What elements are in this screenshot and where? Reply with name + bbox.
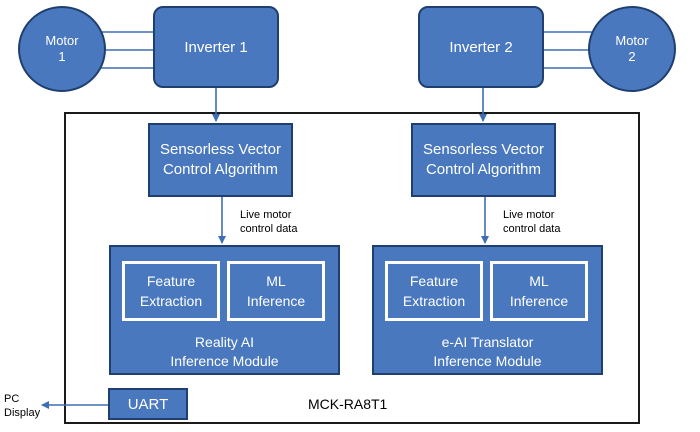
motor-2-number: 2 bbox=[628, 49, 636, 64]
right-ml-line2: Inference bbox=[509, 293, 569, 309]
right-control-algorithm-block: Sensorless Vector Control Algorithm bbox=[411, 123, 556, 197]
motor-2-label: Motor bbox=[615, 33, 649, 48]
right-live-data-line1: Live motor bbox=[503, 209, 555, 221]
left-module-title: Reality AI Inference Module bbox=[111, 333, 338, 371]
motor-1-label: Motor bbox=[45, 33, 79, 48]
right-module-title-line2: Inference Module bbox=[433, 353, 542, 369]
inverter-1-block: Inverter 1 bbox=[153, 6, 279, 88]
right-live-data-line2: control data bbox=[503, 223, 561, 235]
right-live-data-label: Live motor control data bbox=[503, 208, 560, 236]
left-feature-line1: Feature bbox=[146, 273, 196, 289]
left-module-title-line1: Reality AI bbox=[194, 334, 255, 350]
motor-1: Motor 1 bbox=[18, 6, 106, 92]
right-module-title: e-AI Translator Inference Module bbox=[374, 333, 601, 371]
left-live-data-line1: Live motor bbox=[240, 209, 292, 221]
left-ml-inference-block: ML Inference bbox=[227, 261, 325, 321]
right-ml-line1: ML bbox=[529, 273, 549, 289]
right-ml-inference-block: ML Inference bbox=[490, 261, 588, 321]
mcu-board-outline bbox=[64, 112, 640, 424]
left-module-title-line2: Inference Module bbox=[170, 353, 279, 369]
pc-display-line1: PC bbox=[4, 393, 20, 405]
right-feature-line1: Feature bbox=[409, 273, 459, 289]
right-algorithm-line2: Control Algorithm bbox=[425, 161, 542, 178]
uart-block: UART bbox=[108, 388, 188, 420]
pc-display-line2: Display bbox=[4, 407, 41, 419]
right-inference-module: Feature Extraction ML Inference e-AI Tra… bbox=[372, 245, 603, 375]
inverter-2-block: Inverter 2 bbox=[418, 6, 544, 88]
pc-display-label: PC Display bbox=[4, 392, 40, 420]
right-algorithm-line1: Sensorless Vector bbox=[423, 141, 544, 158]
left-live-data-line2: control data bbox=[240, 223, 298, 235]
right-feature-line2: Extraction bbox=[402, 293, 466, 309]
uart-label: UART bbox=[127, 395, 169, 413]
board-name-label: MCK-RA8T1 bbox=[308, 396, 388, 412]
left-control-algorithm-block: Sensorless Vector Control Algorithm bbox=[148, 123, 293, 197]
inverter-1-label: Inverter 1 bbox=[184, 38, 248, 56]
left-feature-extraction-block: Feature Extraction bbox=[122, 261, 220, 321]
motor-2: Motor 2 bbox=[588, 6, 676, 92]
right-feature-extraction-block: Feature Extraction bbox=[385, 261, 483, 321]
left-feature-line2: Extraction bbox=[139, 293, 203, 309]
left-inference-module: Feature Extraction ML Inference Reality … bbox=[109, 245, 340, 375]
left-algorithm-line1: Sensorless Vector bbox=[160, 141, 281, 158]
left-algorithm-line2: Control Algorithm bbox=[162, 161, 279, 178]
right-module-title-line1: e-AI Translator bbox=[441, 334, 534, 350]
left-ml-line1: ML bbox=[266, 273, 286, 289]
inverter-2-label: Inverter 2 bbox=[449, 38, 513, 56]
left-live-data-label: Live motor control data bbox=[240, 208, 297, 236]
motor-1-number: 1 bbox=[58, 49, 66, 64]
left-ml-line2: Inference bbox=[246, 293, 306, 309]
